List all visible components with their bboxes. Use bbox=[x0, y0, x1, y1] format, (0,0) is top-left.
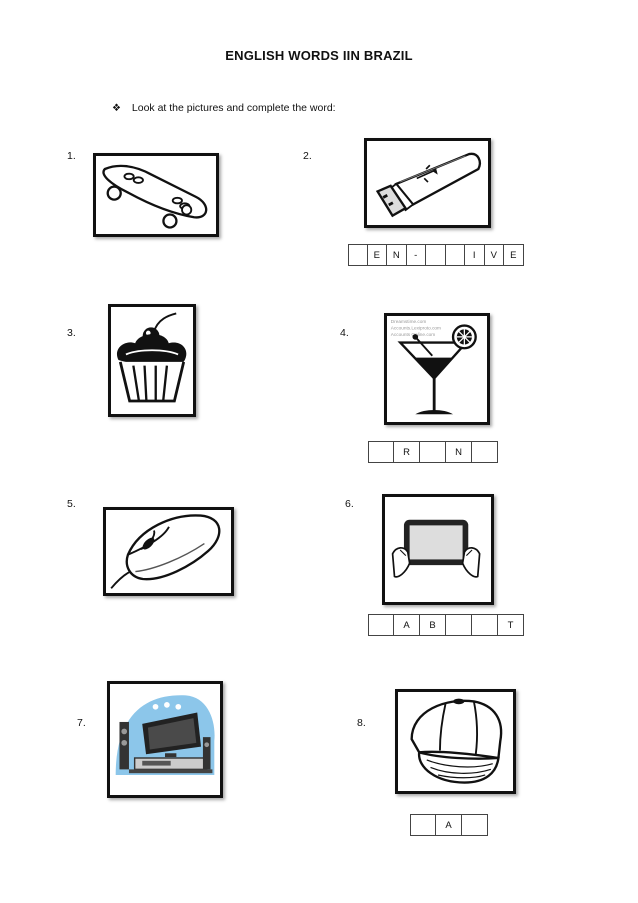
watermark-text-3: Accounts Online.com bbox=[391, 332, 436, 337]
instruction-text: Look at the pictures and complete the wo… bbox=[131, 102, 336, 114]
letter-box[interactable]: B bbox=[420, 614, 446, 636]
letter-box[interactable] bbox=[462, 814, 488, 836]
item-number-2: 2. bbox=[303, 150, 312, 162]
letter-box[interactable] bbox=[426, 244, 446, 266]
worksheet-title: ENGLISH WORDS IIN BRAZIL bbox=[225, 48, 413, 63]
home-theater-icon bbox=[107, 681, 223, 798]
letter-box[interactable]: R bbox=[394, 441, 420, 463]
item-number-3: 3. bbox=[67, 327, 76, 339]
letter-box[interactable] bbox=[368, 614, 394, 636]
letter-box[interactable] bbox=[348, 244, 368, 266]
letter-box[interactable]: V bbox=[484, 244, 504, 266]
letter-box[interactable] bbox=[472, 614, 498, 636]
cupcake-icon bbox=[108, 304, 196, 417]
letter-box[interactable] bbox=[446, 614, 472, 636]
item-number-7: 7. bbox=[77, 717, 86, 729]
answer-boxes-4: R N bbox=[368, 441, 498, 463]
letter-box[interactable]: A bbox=[394, 614, 420, 636]
usb-drive-icon bbox=[364, 138, 491, 228]
letter-box[interactable]: N bbox=[387, 244, 407, 266]
letter-box[interactable]: T bbox=[498, 614, 524, 636]
answer-boxes-6: A B T bbox=[368, 614, 524, 636]
item-number-6: 6. bbox=[345, 498, 354, 510]
letter-box[interactable]: - bbox=[406, 244, 426, 266]
letter-box[interactable] bbox=[368, 441, 394, 463]
cap-icon bbox=[395, 689, 516, 794]
cocktail-icon: Dreamstime.com Accounts.Lexiproto.com Ac… bbox=[384, 313, 490, 425]
letter-box[interactable]: I bbox=[465, 244, 485, 266]
item-number-5: 5. bbox=[67, 498, 76, 510]
watermark-text-1: Dreamstime.com bbox=[391, 319, 427, 324]
tablet-icon bbox=[382, 494, 494, 605]
letter-box[interactable] bbox=[445, 244, 465, 266]
letter-box[interactable] bbox=[472, 441, 498, 463]
answer-boxes-2: E N - I V E bbox=[348, 244, 524, 266]
item-number-1: 1. bbox=[67, 150, 76, 162]
letter-box[interactable] bbox=[410, 814, 436, 836]
instruction: ❖ Look at the pictures and complete the … bbox=[112, 102, 336, 114]
letter-box[interactable]: A bbox=[436, 814, 462, 836]
skateboard-icon bbox=[93, 153, 219, 237]
item-number-8: 8. bbox=[357, 717, 366, 729]
watermark-text-2: Accounts.Lexiproto.com bbox=[391, 325, 441, 330]
letter-box[interactable]: N bbox=[446, 441, 472, 463]
diamond-bullet-icon: ❖ bbox=[112, 103, 121, 114]
letter-box[interactable] bbox=[420, 441, 446, 463]
letter-box[interactable]: E bbox=[367, 244, 387, 266]
item-number-4: 4. bbox=[340, 327, 349, 339]
answer-boxes-8: A bbox=[410, 814, 488, 836]
computer-mouse-icon bbox=[103, 507, 234, 596]
letter-box[interactable]: E bbox=[504, 244, 524, 266]
